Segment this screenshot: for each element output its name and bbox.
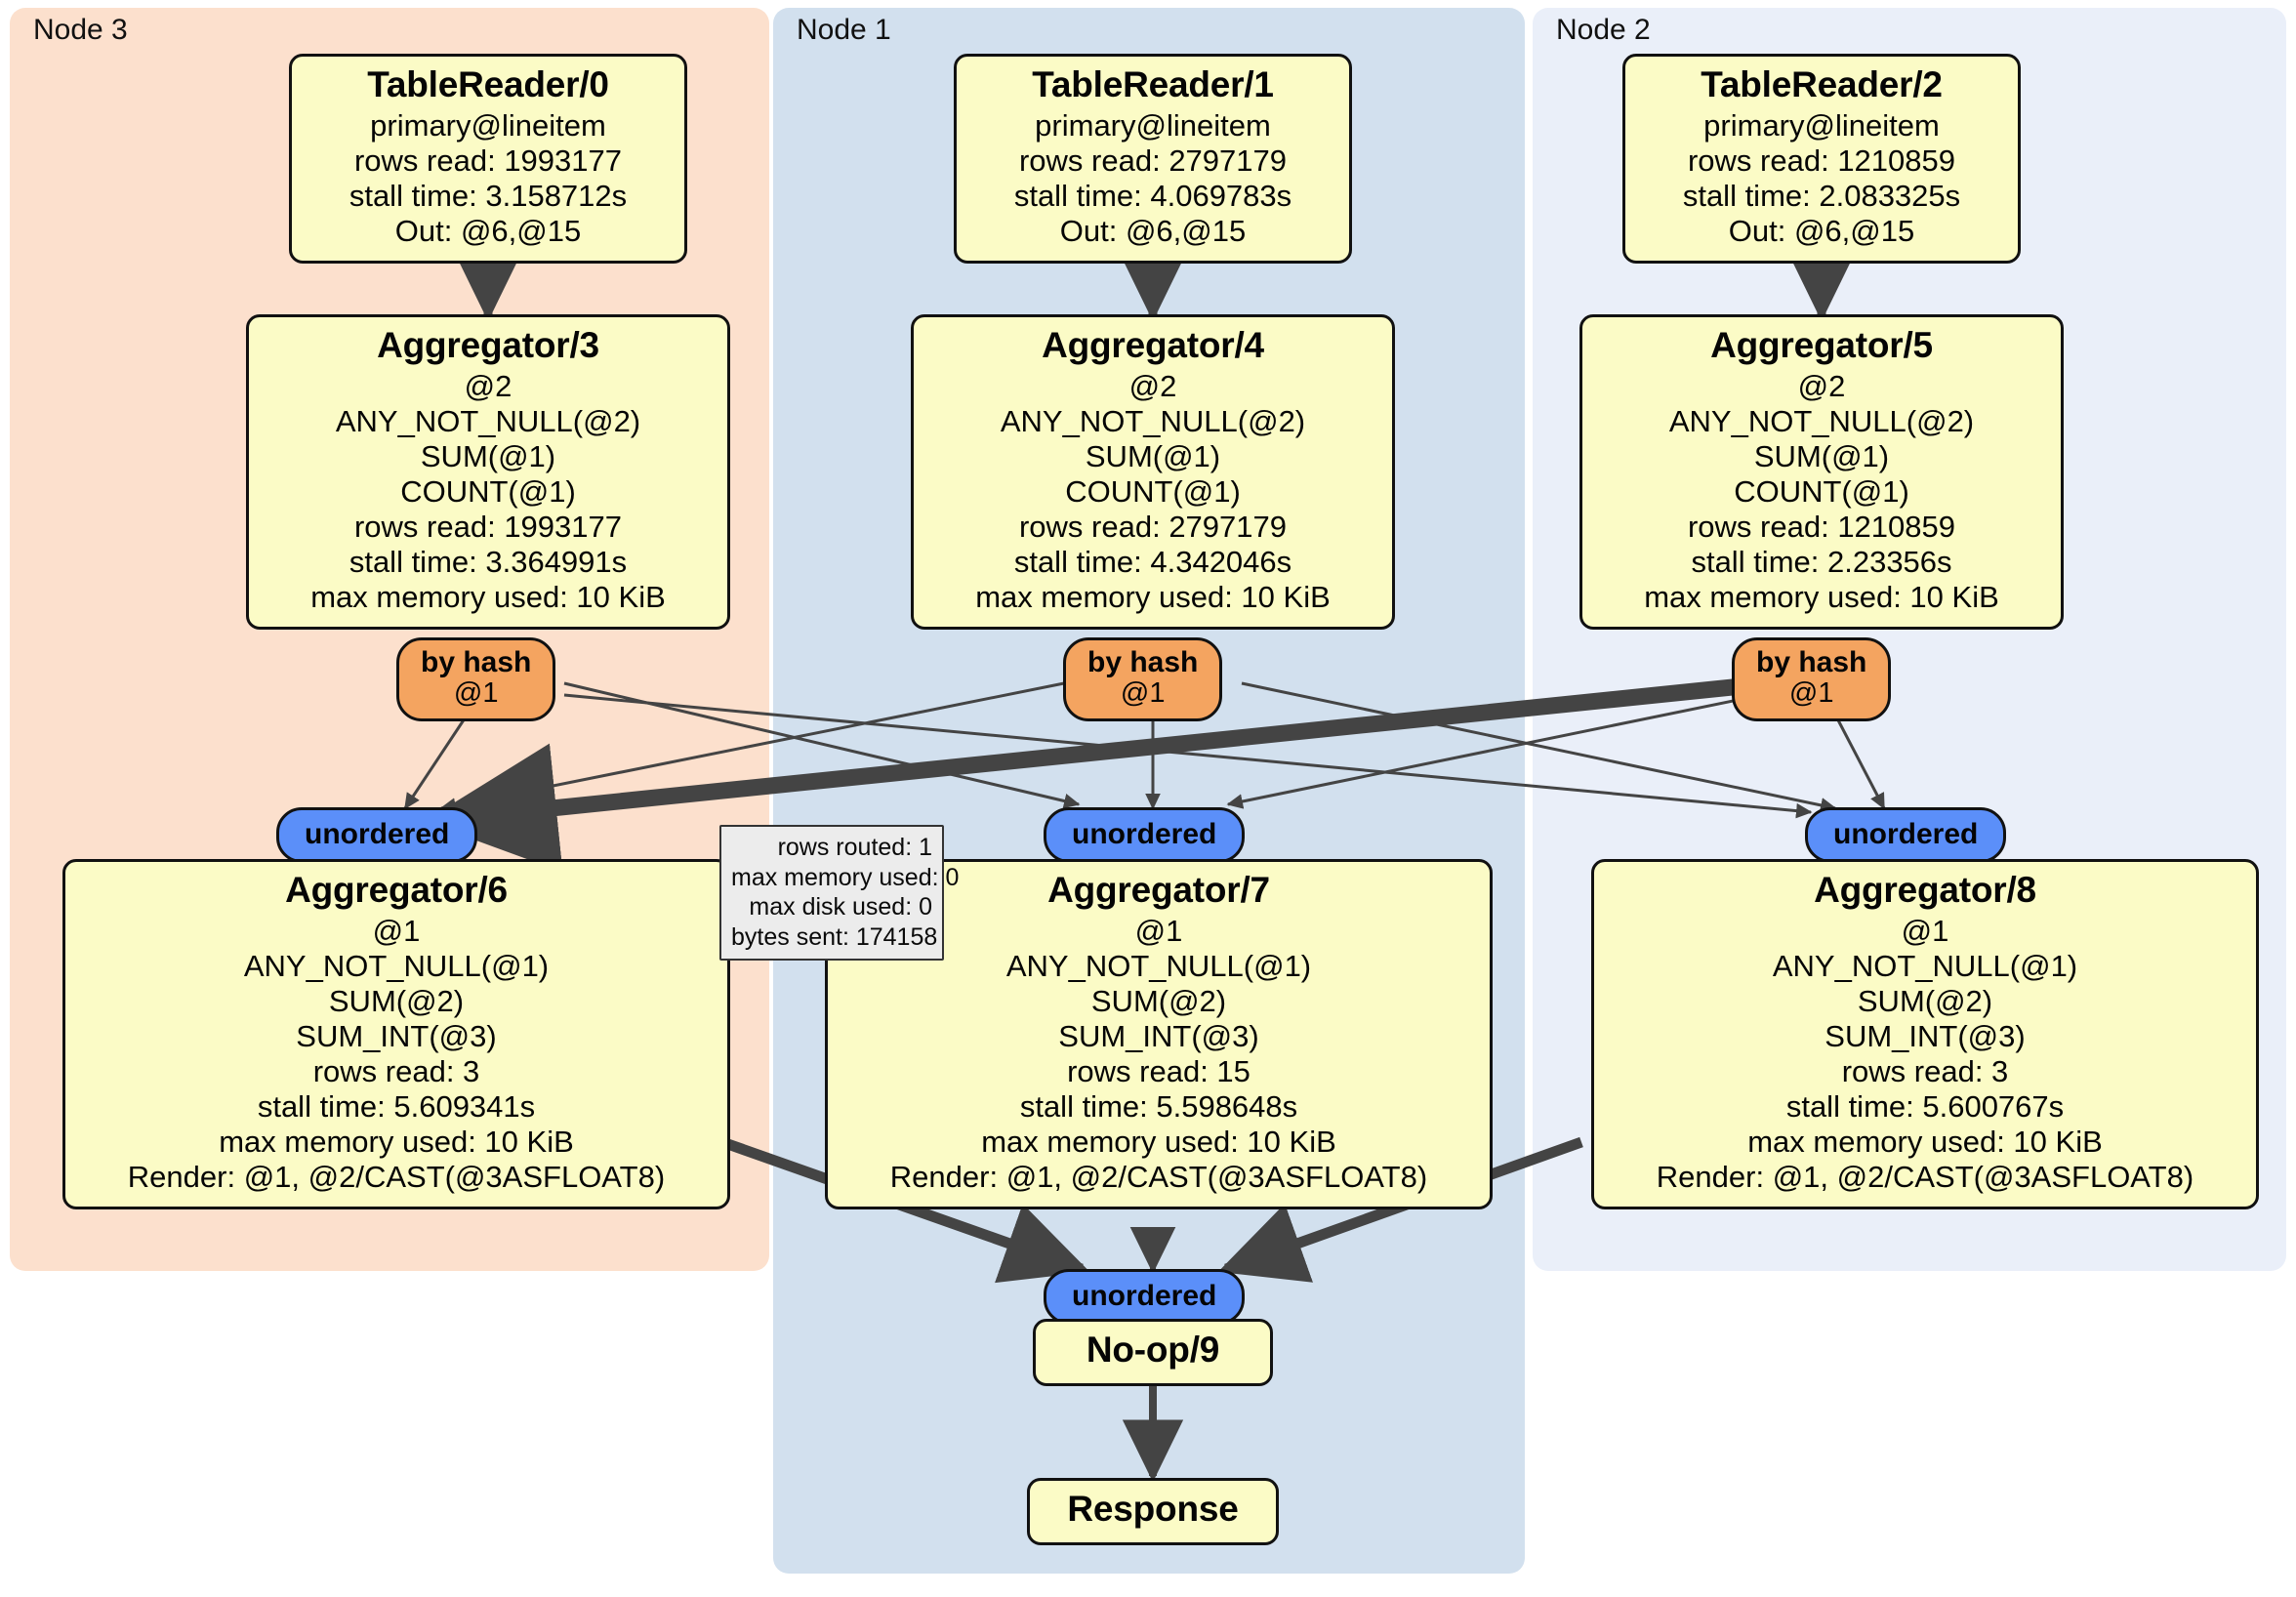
processor-aggregator-8[interactable]: Aggregator/8 @1 ANY_NOT_NULL(@1) SUM(@2)…: [1591, 859, 2259, 1209]
synchronizer-unordered-7[interactable]: unordered: [1044, 807, 1246, 863]
stream-stats-box: rows routed: 1 max memory used: 0 max di…: [719, 825, 960, 961]
processor-line: rows read: 15: [1067, 1053, 1250, 1088]
processor-line: stall time: 4.069783s: [1013, 178, 1292, 213]
processor-line: ANY_NOT_NULL(@1): [1005, 948, 1312, 983]
processor-line: ANY_NOT_NULL(@2): [1000, 403, 1306, 438]
processor-title: TableReader/1: [1032, 64, 1274, 104]
processor-line: primary@lineitem: [1035, 107, 1271, 143]
processor-line: ANY_NOT_NULL(@1): [243, 948, 550, 983]
router-by-hash-3[interactable]: by hash @1: [396, 637, 556, 721]
processor-line: rows read: 2797179: [1018, 143, 1288, 178]
processor-title: Aggregator/7: [1047, 870, 1270, 910]
router-label: by hash: [1756, 646, 1867, 678]
processor-title: TableReader/0: [367, 64, 609, 104]
processor-title: Aggregator/5: [1710, 325, 1933, 365]
processor-line: Render: @1, @2/CAST(@3ASFLOAT8): [1656, 1159, 2194, 1194]
processor-line: @2: [1128, 368, 1177, 403]
processor-line: Out: @6,@15: [394, 213, 582, 248]
synchronizer-unordered-9[interactable]: unordered: [1044, 1269, 1246, 1325]
processor-line: @1: [1134, 913, 1183, 948]
processor-line: ANY_NOT_NULL(@2): [1668, 403, 1975, 438]
processor-aggregator-5[interactable]: Aggregator/5 @2 ANY_NOT_NULL(@2) SUM(@1)…: [1579, 314, 2064, 630]
processor-line: rows read: 1993177: [353, 143, 623, 178]
processor-line: @2: [464, 368, 512, 403]
processor-title: Response: [1067, 1489, 1239, 1529]
processor-line: SUM(@2): [1090, 983, 1227, 1018]
processor-line: ANY_NOT_NULL(@2): [335, 403, 641, 438]
processor-line: max memory used: 10 KiB: [219, 1124, 574, 1159]
processor-line: stall time: 5.600767s: [1785, 1088, 2065, 1124]
processor-title: TableReader/2: [1701, 64, 1943, 104]
processor-title: No-op/9: [1086, 1330, 1220, 1370]
processor-aggregator-4[interactable]: Aggregator/4 @2 ANY_NOT_NULL(@2) SUM(@1)…: [911, 314, 1395, 630]
stats-line: bytes sent: 174158: [731, 922, 938, 951]
processor-line: stall time: 2.23356s: [1691, 544, 1952, 579]
processor-line: SUM(@1): [420, 438, 556, 473]
router-label: by hash: [421, 646, 532, 678]
processor-line: ANY_NOT_NULL(@1): [1772, 948, 2078, 983]
cluster-label-node-1: Node 1: [797, 14, 891, 46]
processor-line: SUM(@2): [1857, 983, 1993, 1018]
processor-noop-9[interactable]: No-op/9: [1033, 1319, 1273, 1386]
processor-line: max memory used: 10 KiB: [310, 579, 666, 614]
processor-line: max memory used: 10 KiB: [1644, 579, 1999, 614]
processor-line: @1: [372, 913, 421, 948]
processor-line: rows read: 1210859: [1687, 509, 1956, 544]
processor-line: stall time: 5.609341s: [257, 1088, 536, 1124]
stats-line: rows routed: 1: [777, 834, 932, 861]
processor-line: max memory used: 10 KiB: [975, 579, 1331, 614]
stats-line: max disk used: 0: [749, 893, 932, 921]
processor-line: COUNT(@1): [1734, 473, 1909, 509]
processor-title: Aggregator/8: [1814, 870, 2036, 910]
processor-line: stall time: 3.158712s: [348, 178, 628, 213]
router-by-hash-5[interactable]: by hash @1: [1732, 637, 1892, 721]
processor-table-reader-1[interactable]: TableReader/1 primary@lineitem rows read…: [954, 54, 1352, 264]
processor-line: rows read: 2797179: [1018, 509, 1288, 544]
processor-line: rows read: 1210859: [1687, 143, 1956, 178]
router-column: @1: [453, 677, 499, 709]
processor-aggregator-6[interactable]: Aggregator/6 @1 ANY_NOT_NULL(@1) SUM(@2)…: [62, 859, 730, 1209]
processor-title: Aggregator/6: [285, 870, 508, 910]
processor-table-reader-0[interactable]: TableReader/0 primary@lineitem rows read…: [289, 54, 687, 264]
router-column: @1: [1788, 677, 1834, 709]
processor-line: SUM(@1): [1753, 438, 1890, 473]
router-label: by hash: [1087, 646, 1199, 678]
processor-line: Render: @1, @2/CAST(@3ASFLOAT8): [889, 1159, 1428, 1194]
processor-table-reader-2[interactable]: TableReader/2 primary@lineitem rows read…: [1622, 54, 2021, 264]
processor-line: SUM_INT(@3): [1058, 1018, 1259, 1053]
processor-title: Aggregator/4: [1042, 325, 1264, 365]
processor-line: COUNT(@1): [1065, 473, 1241, 509]
processor-line: primary@lineitem: [370, 107, 606, 143]
processor-line: stall time: 2.083325s: [1682, 178, 1961, 213]
processor-line: @2: [1797, 368, 1846, 403]
processor-line: max memory used: 10 KiB: [981, 1124, 1336, 1159]
processor-line: primary@lineitem: [1703, 107, 1940, 143]
synchronizer-unordered-8[interactable]: unordered: [1805, 807, 2007, 863]
processor-line: @1: [1901, 913, 1949, 948]
processor-line: rows read: 3: [312, 1053, 480, 1088]
processor-line: Render: @1, @2/CAST(@3ASFLOAT8): [127, 1159, 666, 1194]
processor-line: stall time: 5.598648s: [1019, 1088, 1298, 1124]
stats-line: max memory used: 0: [731, 863, 960, 891]
processor-line: SUM_INT(@3): [1824, 1018, 2026, 1053]
processor-line: Out: @6,@15: [1059, 213, 1247, 248]
cluster-label-node-2: Node 2: [1556, 14, 1651, 46]
processor-line: SUM(@2): [328, 983, 465, 1018]
processor-line: stall time: 3.364991s: [348, 544, 628, 579]
router-by-hash-4[interactable]: by hash @1: [1063, 637, 1223, 721]
processor-line: rows read: 1993177: [353, 509, 623, 544]
processor-response[interactable]: Response: [1027, 1478, 1279, 1545]
processor-line: SUM_INT(@3): [296, 1018, 497, 1053]
synchronizer-unordered-6[interactable]: unordered: [276, 807, 478, 863]
processor-line: SUM(@1): [1085, 438, 1221, 473]
cluster-label-node-3: Node 3: [33, 14, 128, 46]
processor-line: stall time: 4.342046s: [1013, 544, 1292, 579]
router-column: @1: [1120, 677, 1166, 709]
processor-line: max memory used: 10 KiB: [1747, 1124, 2103, 1159]
processor-line: COUNT(@1): [400, 473, 576, 509]
processor-aggregator-3[interactable]: Aggregator/3 @2 ANY_NOT_NULL(@2) SUM(@1)…: [246, 314, 730, 630]
processor-line: Out: @6,@15: [1728, 213, 1915, 248]
processor-line: rows read: 3: [1841, 1053, 2009, 1088]
processor-title: Aggregator/3: [377, 325, 599, 365]
